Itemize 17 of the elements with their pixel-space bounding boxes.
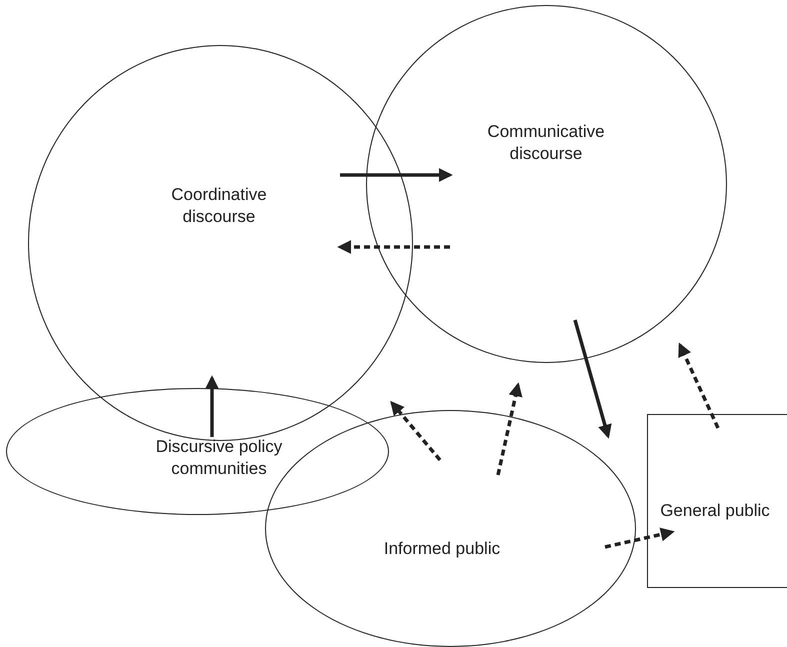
rectangle-node — [647, 414, 787, 588]
node-label: Discursive policy communities — [154, 436, 284, 480]
arrow — [205, 375, 219, 437]
node-label: General public — [659, 500, 771, 522]
ellipse-node — [28, 45, 413, 441]
arrow — [604, 528, 675, 549]
node-label: Coordinative discourse — [170, 184, 268, 228]
arrow — [340, 168, 453, 182]
arrow — [337, 240, 450, 254]
node-label: Informed public — [382, 538, 502, 560]
ellipse-node — [6, 388, 389, 515]
arrow — [496, 382, 522, 476]
ellipse-node — [366, 5, 727, 363]
arrow — [573, 320, 612, 439]
arrow — [390, 400, 442, 462]
node-label: Communicative discourse — [486, 121, 606, 165]
arrow — [678, 342, 720, 429]
